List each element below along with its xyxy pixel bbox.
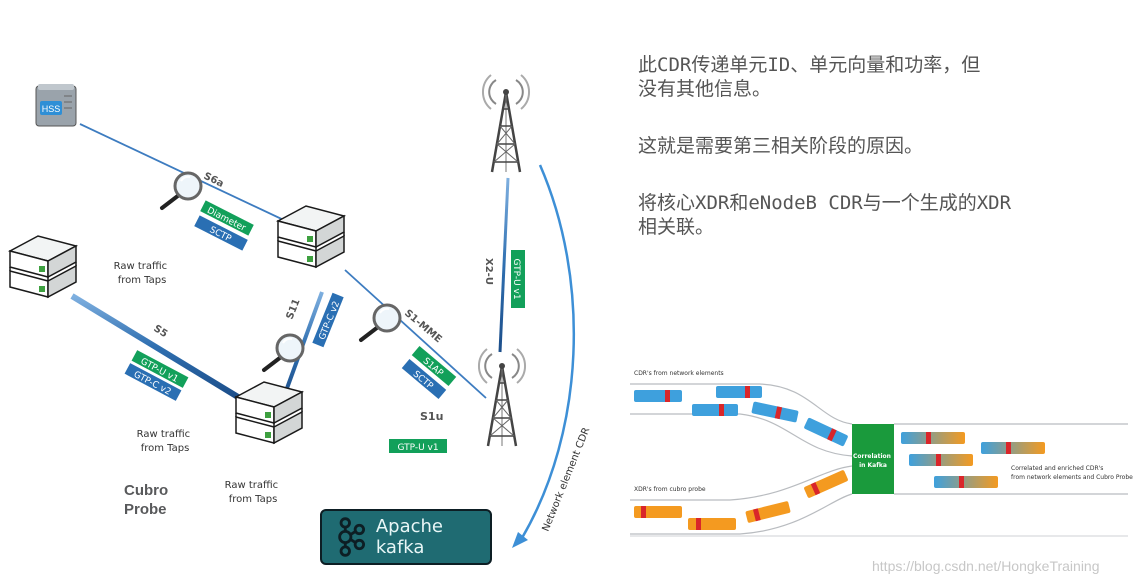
tap-magnifier-icon-s6a [160, 171, 203, 210]
correlated-pill [901, 432, 965, 444]
s5-link [70, 293, 240, 400]
x2u-link [498, 177, 510, 353]
interface-s1u: S1u [420, 410, 443, 423]
network-element-cdr-arrow [520, 164, 575, 539]
raw-traffic-label-2: Raw traffic from Taps [137, 429, 194, 454]
apache-kafka-box: Apache kafka [320, 509, 492, 565]
correlated-pill [981, 442, 1045, 454]
server-icon-gateway [235, 381, 303, 444]
kafka-logo-icon [338, 517, 366, 557]
tag-gtpu-v1-s1u: GTP-U v1 [397, 443, 438, 453]
tap-magnifier-icon-s1mme [359, 303, 402, 342]
arrow-head-icon [512, 532, 528, 548]
kafka-label: Apache kafka [375, 516, 443, 558]
text-paragraph-3: 将核心XDR和eNodeB CDR与一个生成的XDR 相关联。 [638, 192, 1012, 238]
xdr-pill [688, 518, 736, 530]
cdr-pill [692, 404, 738, 416]
watermark: https://blog.csdn.net/HongkeTraining [872, 558, 1100, 574]
cell-tower-icon-top [481, 73, 531, 174]
cdr-pill [634, 390, 682, 402]
correlation-box-label: Correlation in Kafka [853, 453, 893, 469]
interface-s11: S11 [285, 297, 303, 321]
xdr-source-label: XDR's from cubro probe [634, 486, 706, 493]
text-paragraph-2: 这就是需要第三相关阶段的原因。 [638, 135, 924, 157]
cubro-probe-label: Cubro Probe [124, 482, 169, 518]
correlated-pill [934, 476, 998, 488]
raw-traffic-label-1: Raw traffic from Taps [114, 261, 171, 286]
cdr-pill [804, 417, 848, 447]
server-icon-raw-tap [9, 235, 77, 298]
raw-traffic-label-3: Raw traffic from Taps [225, 480, 282, 505]
server-icon-mme [277, 205, 345, 268]
cdr-pill [751, 401, 799, 423]
xdr-pill [634, 506, 682, 518]
correlated-pill [909, 454, 973, 466]
interface-s5: S5 [151, 323, 169, 340]
correlated-output-label: Correlated and enriched CDR's from netwo… [1011, 465, 1133, 481]
xdr-pill [804, 470, 848, 498]
hss-icon [35, 84, 77, 127]
xdr-pill [745, 501, 791, 523]
hss-label: HSS [42, 104, 61, 114]
interface-x2u: X2-U [483, 258, 494, 285]
tag-gtpu-v1-x2u: GTP-U v1 [511, 258, 521, 299]
cdr-source-label: CDR's from network elements [634, 370, 724, 377]
cdr-pill [716, 386, 762, 398]
text-paragraph-1: 此CDR传递单元ID、单元向量和功率，但 没有其他信息。 [638, 54, 981, 100]
correlation-figure: Correlation in Kafka CDR's from network … [630, 370, 1133, 537]
s1mme-link [344, 269, 487, 399]
